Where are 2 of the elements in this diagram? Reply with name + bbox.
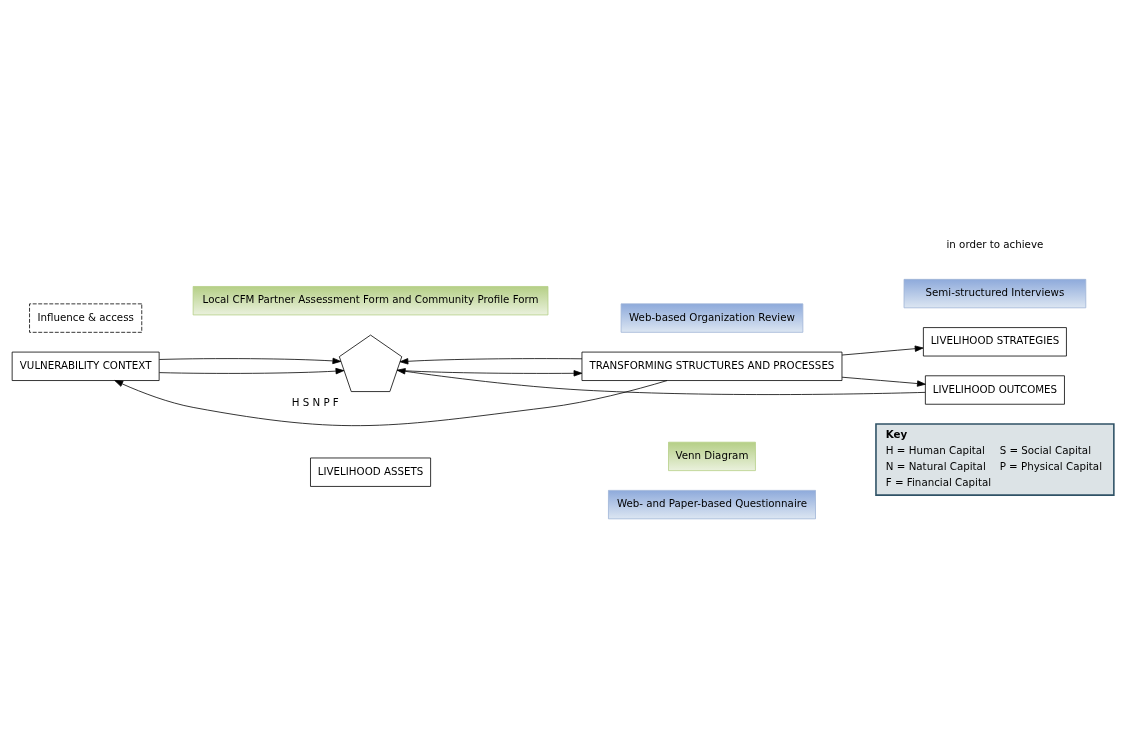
node-label: H S N P F <box>291 395 339 408</box>
label: in order to achieve <box>946 238 1044 251</box>
